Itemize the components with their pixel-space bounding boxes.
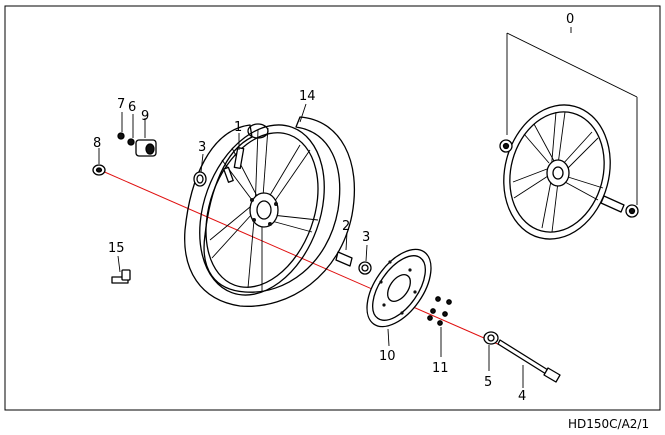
callout-4: 4 <box>518 389 526 404</box>
wheel-rim-left <box>199 124 325 296</box>
callout-3-right: 3 <box>362 230 370 245</box>
callout-7: 7 <box>117 97 125 112</box>
collar-part-5 <box>483 331 499 345</box>
spacer-part-2 <box>335 251 353 267</box>
callout-9: 9 <box>141 109 149 124</box>
callout-labels: 0 14 1 7 6 9 8 3 2 3 15 10 11 5 4 <box>93 12 574 404</box>
valve-part-1 <box>223 146 245 183</box>
callout-6: 6 <box>128 100 136 115</box>
wheel-assembly-part-0 <box>499 104 639 240</box>
bearing-right-part-3 <box>358 261 372 275</box>
assembly-axis <box>99 169 501 346</box>
hub-left <box>249 192 279 228</box>
callout-14: 14 <box>299 89 316 104</box>
callout-1: 1 <box>234 120 242 135</box>
drawing-frame <box>4 5 661 411</box>
callout-10: 10 <box>379 349 396 364</box>
callout-2: 2 <box>342 219 350 234</box>
valve-stem-part-15 <box>111 269 131 284</box>
callout-3-left: 3 <box>198 140 206 155</box>
brake-disc-part-10 <box>366 248 432 328</box>
callout-0: 0 <box>566 12 574 27</box>
speedo-housing-part-9 <box>135 139 157 157</box>
washer-part-6 <box>127 138 135 146</box>
callout-5: 5 <box>484 375 492 390</box>
leader-lines <box>98 27 638 388</box>
callout-11: 11 <box>432 361 449 376</box>
axle-part-4 <box>497 339 561 383</box>
callout-15: 15 <box>108 241 125 256</box>
callout-8: 8 <box>93 136 101 151</box>
axle-nut-part-8 <box>92 164 106 176</box>
bearing-left-part-3 <box>193 171 207 187</box>
screw-part-7 <box>117 132 125 140</box>
disc-bolts-part-11 <box>427 296 452 326</box>
diagram-code: HD150C/A2/1 <box>568 417 649 431</box>
